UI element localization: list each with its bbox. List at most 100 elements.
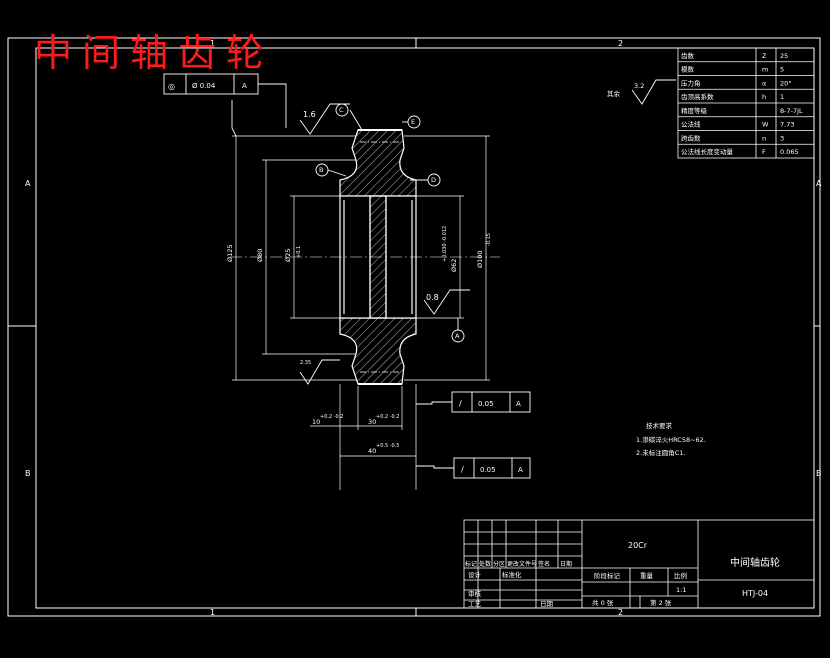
roughness-bottom-value: 2.35 xyxy=(300,360,311,366)
title-block xyxy=(463,519,815,609)
tolerance-bottom-value: 0.05 xyxy=(480,466,496,474)
param-symbol: W xyxy=(762,121,769,129)
dim-width-3: 40 xyxy=(368,447,376,455)
width-dims xyxy=(310,384,417,490)
tolerance-top-value: Ø 0.04 xyxy=(192,82,216,90)
dim-root-tolerance: +0.1 xyxy=(296,246,302,258)
param-name: 公法线长度变动量 xyxy=(681,147,734,156)
tolerance-bottom-datum: A xyxy=(518,466,523,474)
roughness-right-value: 0.8 xyxy=(426,293,439,302)
title-standardize: 标准化 xyxy=(502,570,522,579)
title-col-header: 处数 xyxy=(479,560,491,568)
tech-notes-line-1: 1.渗碳淬火HRC58~62. xyxy=(636,435,706,444)
datum-a-circle xyxy=(451,329,465,343)
tolerance-frame-mid xyxy=(416,391,531,413)
tolerance-top-datum: A xyxy=(242,82,247,90)
param-symbol: α xyxy=(762,79,766,87)
param-value: 1 xyxy=(780,93,784,101)
title-scale: 1:1 xyxy=(676,586,686,594)
tolerance-top-symbol: ◎ xyxy=(168,82,175,91)
tolerance-mid-datum: A xyxy=(516,400,521,408)
title-review: 审核 xyxy=(468,589,482,598)
title-scale-label: 比例 xyxy=(674,571,687,580)
param-symbol: h xyxy=(762,93,766,101)
dim-right-b: Ø100 xyxy=(476,250,484,268)
dim-width-1-tolerance: +0.2 -0.2 xyxy=(320,414,344,420)
title-col-header: 签名 xyxy=(538,560,550,568)
param-name: 模数 xyxy=(681,65,695,74)
title-col-header: 标记 xyxy=(465,560,477,568)
title-stage-marks: 阶段标记 xyxy=(594,571,621,580)
dim-right-b-tolerance: -0.15 xyxy=(486,233,492,246)
tolerance-bottom-symbol: / xyxy=(461,465,464,474)
param-value: 25 xyxy=(780,52,788,60)
param-value: 8-7-7JL xyxy=(780,107,803,115)
param-symbol: n xyxy=(762,134,766,142)
title-material: 20Cr xyxy=(628,541,648,550)
title-sheet-number: 第 2 张 xyxy=(650,598,672,607)
roughness-right-symbol xyxy=(423,289,470,315)
datum-b-label: B xyxy=(319,166,323,174)
dim-width-3-tolerance: +0.5 -0.5 xyxy=(376,443,400,449)
datum-d-circle xyxy=(427,173,441,187)
param-name: 跨齿数 xyxy=(681,133,701,142)
title-design: 设计 xyxy=(468,570,482,579)
title-date: 日期 xyxy=(540,600,554,608)
datum-e-circle xyxy=(407,115,421,129)
zone-label-left-a: A xyxy=(25,179,31,188)
zone-label-bottom-1: 1 xyxy=(210,608,215,617)
roughness-left-symbol xyxy=(299,103,350,135)
param-value: 3 xyxy=(780,134,784,142)
tolerance-frame-top xyxy=(163,73,287,128)
zone-label-right-b: B xyxy=(816,469,822,478)
tolerance-mid-symbol: / xyxy=(459,399,462,408)
title-process: 工艺 xyxy=(468,600,482,608)
title-col-header: 分区 xyxy=(493,560,505,568)
diameter-dims-right xyxy=(404,135,490,381)
dim-width-1: 10 xyxy=(312,418,320,426)
tolerance-frame-bottom xyxy=(416,457,531,479)
dim-root-diameter: Ø25 xyxy=(284,249,292,262)
roughness-corner-value: 3.2 xyxy=(634,82,644,90)
title-sheets-total: 共 0 张 xyxy=(592,598,614,607)
outer-border xyxy=(7,37,821,617)
title-col-header: 更改文件号 xyxy=(507,560,537,568)
datum-e-label: E xyxy=(411,118,415,126)
dim-right-a: Ø62 xyxy=(450,259,458,272)
param-symbol: m xyxy=(762,66,768,74)
dim-width-2: 30 xyxy=(368,418,376,426)
param-symbol: F xyxy=(762,148,766,156)
param-name: 精度等级 xyxy=(681,106,708,115)
title-col-header: 日期 xyxy=(560,560,572,568)
roughness-left-value: 1.6 xyxy=(303,110,316,119)
zone-label-right-a: A xyxy=(816,179,822,188)
roughness-bottom-symbol xyxy=(299,359,340,385)
diameter-dims-left xyxy=(232,135,356,381)
tech-notes-line-2: 2.未标注圆角C1. xyxy=(636,448,685,457)
dim-outer-diameter: Ø125 xyxy=(226,244,234,262)
title-col-headers: 标记处数分区更改文件号签名 日期 xyxy=(465,560,572,568)
title-part-name: 中间轴齿轮 xyxy=(730,556,780,569)
zone-label-left-b: B xyxy=(25,469,31,478)
zone-label-top-2: 2 xyxy=(618,39,623,48)
param-value: 0.065 xyxy=(780,148,799,156)
zone-label-bottom-2: 2 xyxy=(618,608,623,617)
datum-b-circle xyxy=(315,163,329,177)
tolerance-mid-value: 0.05 xyxy=(478,400,494,408)
param-value: 20° xyxy=(780,79,792,87)
datum-a-label: A xyxy=(455,332,460,340)
param-value: 7.73 xyxy=(780,121,794,129)
param-name: 压力角 xyxy=(681,78,701,87)
param-name: 齿顶高系数 xyxy=(681,92,714,101)
datum-d-label: D xyxy=(431,176,436,184)
roughness-corner-symbol xyxy=(631,79,676,105)
zone-label-top-1: 1 xyxy=(210,39,215,48)
param-name: 公法线 xyxy=(681,120,701,129)
title-part-code: HTJ-04 xyxy=(742,589,768,598)
param-value: 5 xyxy=(780,66,784,74)
dim-width-2-tolerance: +0.2 -0.2 xyxy=(376,414,400,420)
datum-c-label: C xyxy=(339,106,344,114)
dim-rim-diameter: Ø80 xyxy=(256,249,264,262)
